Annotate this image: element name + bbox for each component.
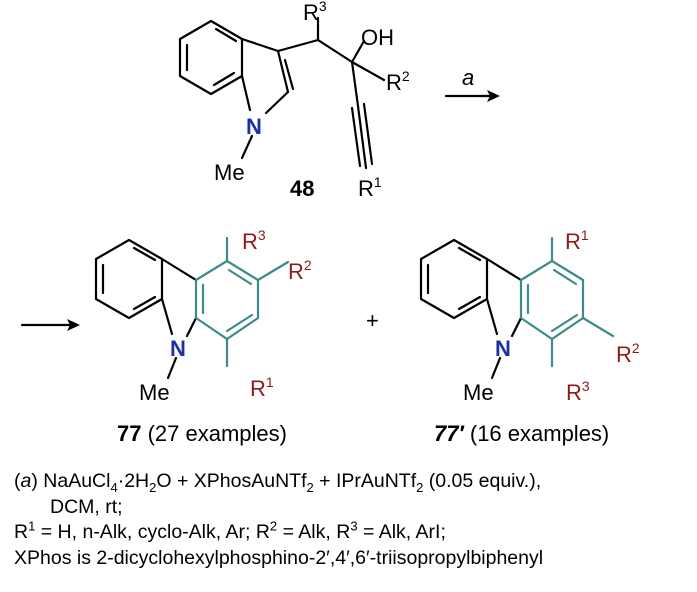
reaction-arrow-top <box>444 90 500 102</box>
product-77prime-r1: R1 <box>565 227 589 254</box>
substrate-n-methyl: Me <box>214 160 245 185</box>
product-77prime-caption: 77′ (16 examples) <box>434 421 609 446</box>
substrate-nitrogen: N <box>246 114 262 139</box>
product-77-structure <box>94 238 198 380</box>
product-77-n-methyl: Me <box>139 380 170 405</box>
product-77prime-structure <box>419 238 523 380</box>
substrate-r2: R2 <box>386 68 410 95</box>
conditions-line-1: (a) NaAuCl4·2H2O + XPhosAuNTf2 + IPrAuNT… <box>14 470 542 495</box>
reaction-conditions: (a) NaAuCl4·2H2O + XPhosAuNTf2 + IPrAuNT… <box>14 469 694 571</box>
product-77-r3: R3 <box>242 227 266 254</box>
substrate-r1: R1 <box>358 174 382 201</box>
product-77prime-nitrogen: N <box>495 336 511 361</box>
product-77-r1: R1 <box>250 374 274 401</box>
product-77-nitrogen: N <box>170 336 186 361</box>
product-77-r2: R2 <box>288 257 312 284</box>
product-77-new-ring <box>194 236 290 368</box>
reaction-condition-label: a <box>462 65 474 90</box>
conditions-label: a <box>20 470 32 492</box>
conditions-line-3: R1 = H, n-Alk, cyclo-Alk, Ar; R2 = Alk, … <box>14 518 446 544</box>
product-77prime-r3: R3 <box>566 378 590 405</box>
product-77prime-n-methyl: Me <box>463 380 494 405</box>
plus-sign: + <box>366 308 379 333</box>
substrate-r3: R3 <box>303 0 327 25</box>
substrate-48-structure <box>178 16 386 170</box>
conditions-line-2: DCM, rt; <box>50 495 123 518</box>
product-77-caption: 77 (27 examples) <box>117 421 287 446</box>
substrate-hydroxyl: OH <box>361 25 394 50</box>
reaction-arrow-continuation <box>20 319 80 331</box>
product-77prime-new-ring <box>519 236 615 368</box>
conditions-line-4: XPhos is 2-dicyclohexylphosphino-2′,4′,6… <box>14 546 544 569</box>
product-77prime-r2: R2 <box>616 340 640 367</box>
substrate-compound-number: 48 <box>290 176 314 201</box>
